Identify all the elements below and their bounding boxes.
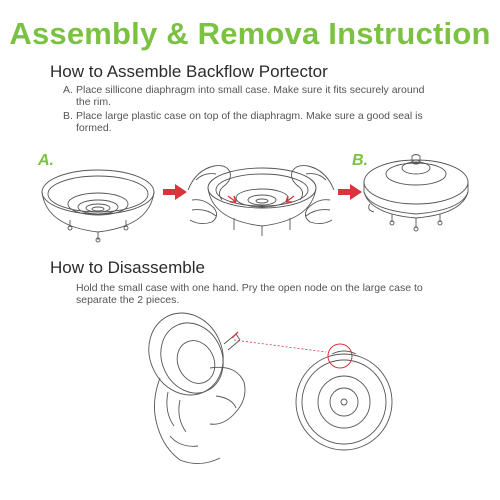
assemble-heading: How to Assemble Backflow Portector: [50, 62, 328, 81]
red-arrow-icon: [163, 184, 187, 200]
assembled-case-illustration: [363, 154, 469, 232]
diaphragm-illustration: [41, 169, 155, 243]
figure-label-a: A.: [38, 152, 54, 169]
hand-prying-illustration: [148, 312, 246, 464]
red-arrow-icon: [338, 184, 362, 200]
step-text: Place large plastic case on top of the d…: [76, 110, 423, 134]
assemble-step-b: B. Place large plastic case on top of th…: [63, 110, 426, 134]
hands-pressing-illustration: [187, 165, 335, 236]
figure-label-b: B.: [352, 152, 368, 169]
step-marker: A.: [63, 84, 73, 96]
assemble-step-a: A. Place sillicone diaphragm into small …: [63, 84, 426, 108]
step-text: Place sillicone diaphragm into small cas…: [76, 84, 425, 108]
page-title: Assembly & Remova Instruction: [9, 16, 491, 51]
step-marker: B.: [63, 110, 73, 122]
disassemble-heading: How to Disassemble: [50, 258, 205, 277]
case-top-view-illustration: [233, 339, 393, 451]
disassemble-text: Hold the small case with one hand. Pry t…: [76, 282, 423, 306]
